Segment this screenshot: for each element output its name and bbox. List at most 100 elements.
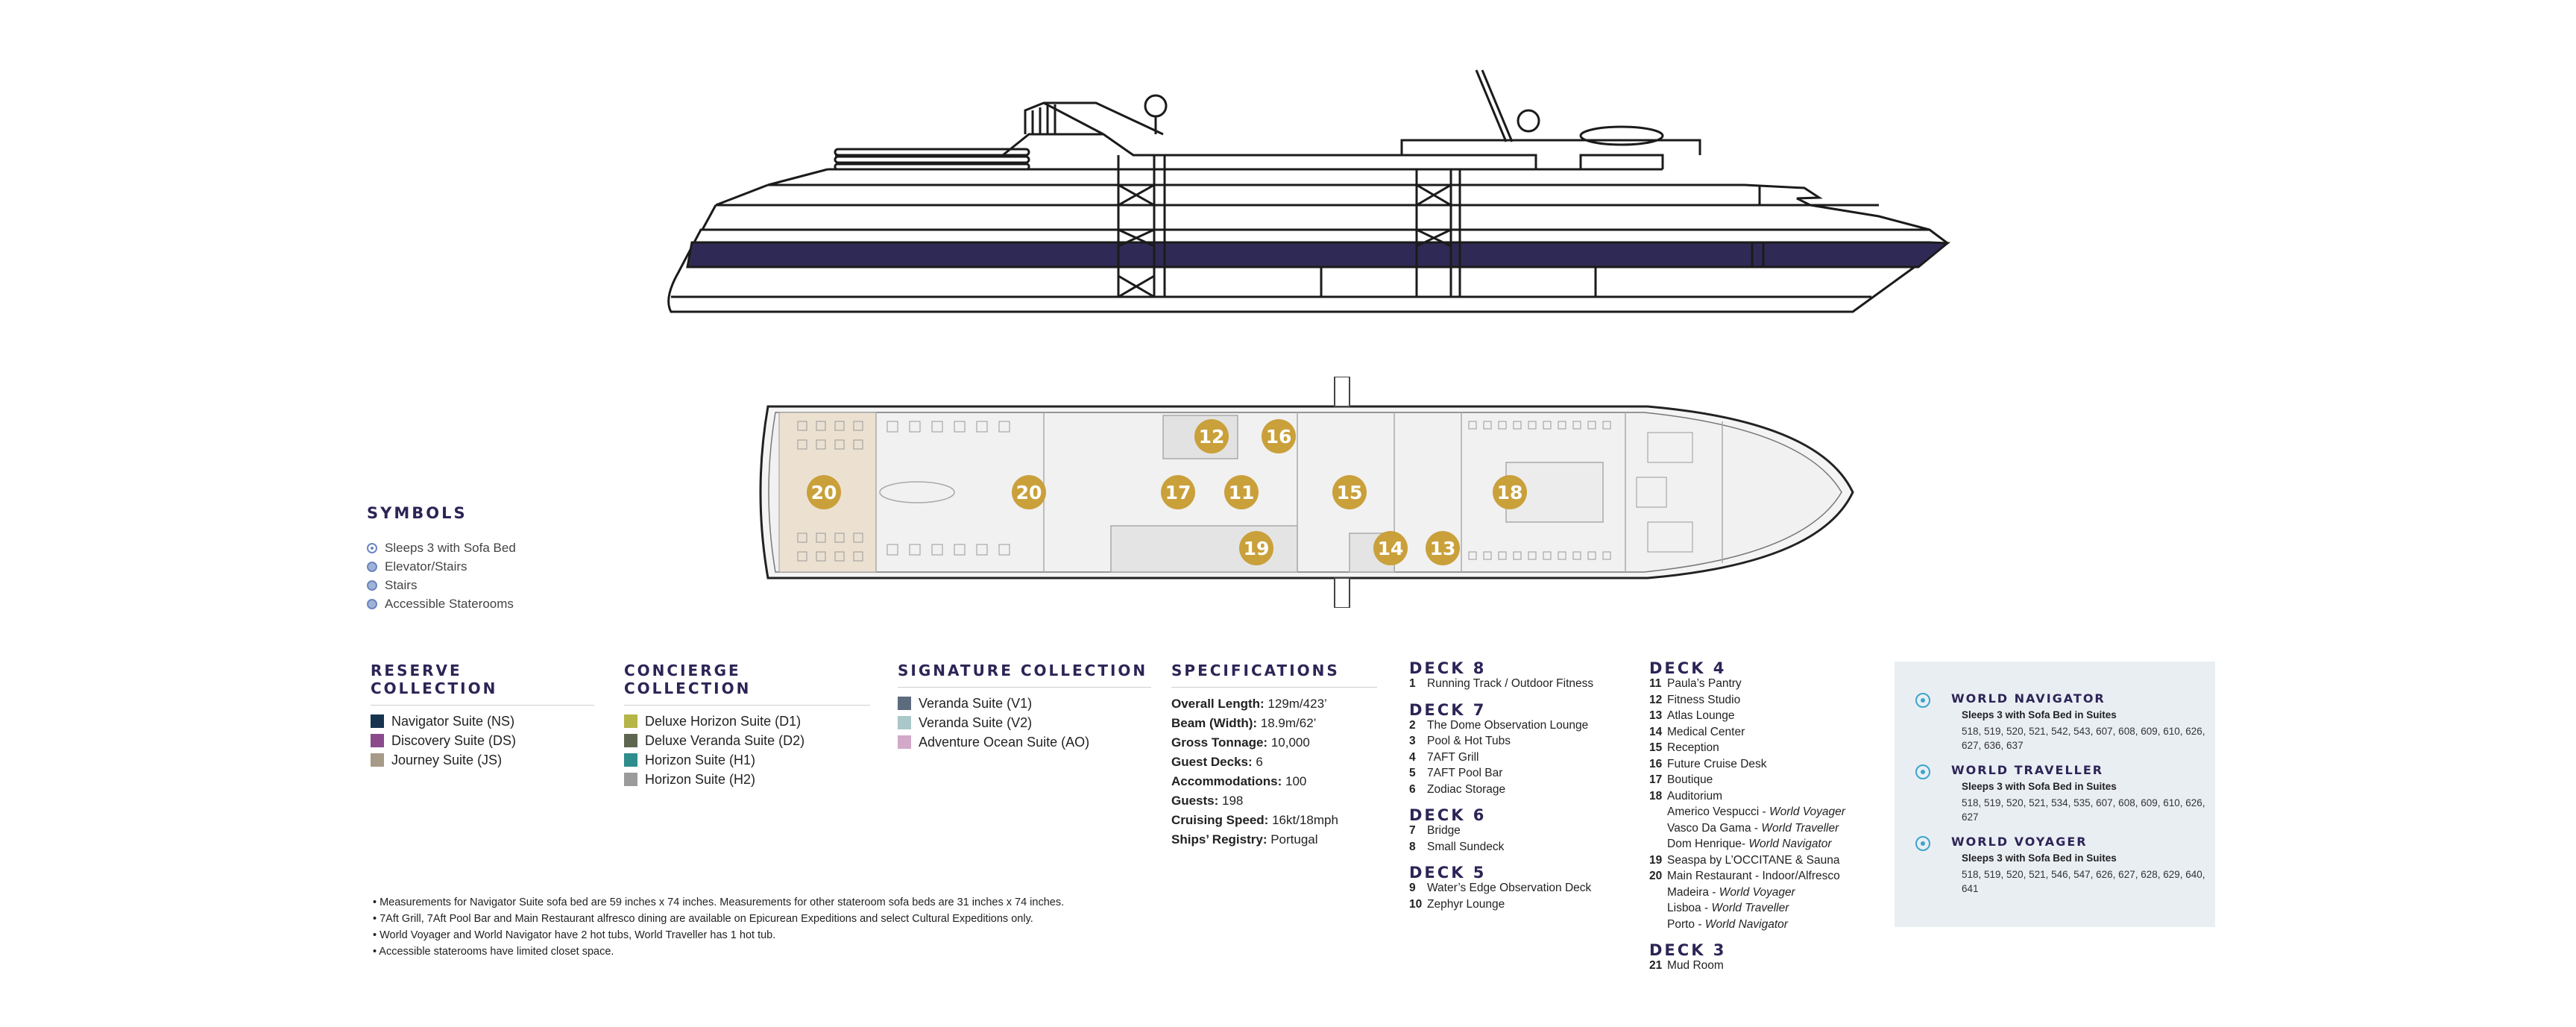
legend-label: Horizon Suite (H2) xyxy=(645,771,756,787)
spec-label: Ships’ Registry: xyxy=(1171,832,1267,847)
deck-marker-label: 17 xyxy=(1165,482,1191,503)
room-name: Medical Center xyxy=(1667,725,1745,738)
spec-row: Gross Tonnage: 10,000 xyxy=(1171,735,1380,755)
specifications: SPECIFICATIONS Overall Length: 129m/423’… xyxy=(1171,662,1380,852)
legend-row: Horizon Suite (H1) xyxy=(624,750,870,770)
spec-row: Beam (Width): 18.9m/62’ xyxy=(1171,716,1380,735)
stairs-icon xyxy=(367,580,377,591)
room-number: 2 xyxy=(1409,718,1416,732)
deck-marker-circle xyxy=(1426,531,1460,565)
sofa-bed-icon xyxy=(1915,693,1930,708)
spec-row: Cruising Speed: 16kt/18mph xyxy=(1171,813,1380,832)
deck-title: DECK 7 xyxy=(1409,700,1487,719)
deck-room: 2 The Dome Observation Lounge xyxy=(1409,719,1633,735)
legend-label: Navigator Suite (NS) xyxy=(391,713,515,729)
deck-room: Dom Henrique- World Navigator xyxy=(1649,838,1888,854)
deck-marker-circle xyxy=(1161,475,1195,509)
spec-label: Cruising Speed: xyxy=(1171,813,1269,827)
room-number: 21 xyxy=(1649,959,1663,972)
ship-rooms: 518, 519, 520, 521, 542, 543, 607, 608, … xyxy=(1962,726,2205,751)
swatch-deluxe-veranda-suite xyxy=(624,734,637,747)
concierge-collection: CONCIERGE COLLECTION Deluxe Horizon Suit… xyxy=(624,662,870,789)
collection-title: CONCIERGE COLLECTION xyxy=(624,662,752,697)
ship-variant-name: World Voyager xyxy=(1769,805,1845,818)
accessible-icon xyxy=(367,598,377,609)
room-name: Reception xyxy=(1667,741,1719,754)
symbol-label: Accessible Staterooms xyxy=(385,596,514,611)
room-name: Running Track / Outdoor Fitness xyxy=(1427,677,1594,690)
deck-room: Lisboa - World Traveller xyxy=(1649,902,1888,918)
symbol-row: Elevator/Stairs xyxy=(367,557,516,576)
spec-label: Accommodations: xyxy=(1171,774,1282,788)
deck-room: 18 Auditorium xyxy=(1649,790,1888,806)
room-name: Main Restaurant - Indoor/Alfresco xyxy=(1667,870,1840,882)
deck-marker-circle xyxy=(1332,475,1367,509)
room-name: Fitness Studio xyxy=(1667,693,1741,706)
specifications-title: SPECIFICATIONS xyxy=(1171,662,1340,679)
spec-label: Beam (Width): xyxy=(1171,716,1258,730)
room-number: 20 xyxy=(1649,870,1663,882)
ship-sofa-bed-panel: WORLD NAVIGATOR Sleeps 3 with Sofa Bed i… xyxy=(1895,662,2215,927)
legend-row: Deluxe Horizon Suite (D1) xyxy=(624,712,870,731)
ship-sleeps: Sleeps 3 with Sofa Bed in Suites xyxy=(1962,781,2117,792)
ship-name: WORLD VOYAGER xyxy=(1951,835,2088,849)
room-name: Boutique xyxy=(1667,773,1713,786)
room-name: 7AFT Grill xyxy=(1427,750,1479,764)
room-name: 7AFT Pool Bar xyxy=(1427,767,1503,779)
deck-marker-circle xyxy=(807,475,841,509)
spec-value: 6 xyxy=(1252,755,1263,769)
room-name: Auditorium xyxy=(1667,789,1723,803)
signature-collection: SIGNATURE COLLECTION Veranda Suite (V1) … xyxy=(898,662,1151,752)
symbol-label: Stairs xyxy=(385,577,418,592)
ship-name: WORLD NAVIGATOR xyxy=(1951,691,2106,706)
spec-row: Guests: 198 xyxy=(1171,794,1380,813)
room-name: Dom Henrique- xyxy=(1667,838,1749,850)
room-name: Zephyr Lounge xyxy=(1427,897,1505,911)
legend-row: Discovery Suite (DS) xyxy=(371,731,594,750)
legend-row: Veranda Suite (V1) xyxy=(898,694,1151,713)
symbol-label: Sleeps 3 with Sofa Bed xyxy=(385,540,516,555)
legend-row: Adventure Ocean Suite (AO) xyxy=(898,732,1151,752)
ship-entry-world-navigator: WORLD NAVIGATOR Sleeps 3 with Sofa Bed i… xyxy=(1915,691,2206,751)
symbols-title: SYMBOLS xyxy=(367,504,467,522)
room-number: 10 xyxy=(1409,897,1423,911)
room-name: Porto - xyxy=(1667,917,1705,931)
deck-title: DECK 8 xyxy=(1409,659,1487,677)
legend-label: Horizon Suite (H1) xyxy=(645,752,756,767)
room-name: Future Cruise Desk xyxy=(1667,757,1767,770)
legend-row: Journey Suite (JS) xyxy=(371,750,594,770)
spec-label: Guest Decks: xyxy=(1171,755,1253,769)
room-name: Seaspa by L’OCCITANE & Sauna xyxy=(1667,853,1840,867)
spec-row: Accommodations: 100 xyxy=(1171,774,1380,794)
room-number: 16 xyxy=(1649,757,1663,770)
ship-variant-name: World Navigator xyxy=(1748,838,1832,850)
spec-value: 198 xyxy=(1218,794,1244,808)
ship-entry-world-traveller: WORLD TRAVELLER Sleeps 3 with Sofa Bed i… xyxy=(1915,763,2206,823)
deck-marker-label: 14 xyxy=(1378,538,1404,559)
swatch-discovery-suite xyxy=(371,734,384,747)
deck-room: 10 Zephyr Lounge xyxy=(1409,898,1633,914)
room-name: The Dome Observation Lounge xyxy=(1427,718,1589,732)
spec-label: Overall Length: xyxy=(1171,697,1265,711)
ship-variant-name: World Traveller xyxy=(1711,902,1789,914)
legend-label: Discovery Suite (DS) xyxy=(391,732,517,748)
room-name: Water’s Edge Observation Deck xyxy=(1427,882,1592,894)
legend-row: Veranda Suite (V2) xyxy=(898,713,1151,732)
deck-marker-circle xyxy=(1224,475,1259,509)
swatch-veranda-suite-v1 xyxy=(898,697,911,710)
symbols-legend: SYMBOLS Sleeps 3 with Sofa Bed Elevator/… xyxy=(367,504,516,613)
room-number: 18 xyxy=(1649,789,1663,803)
footnotes: • Measurements for Navigator Suite sofa … xyxy=(373,894,1064,960)
spec-value: 18.9m/62’ xyxy=(1257,716,1317,730)
